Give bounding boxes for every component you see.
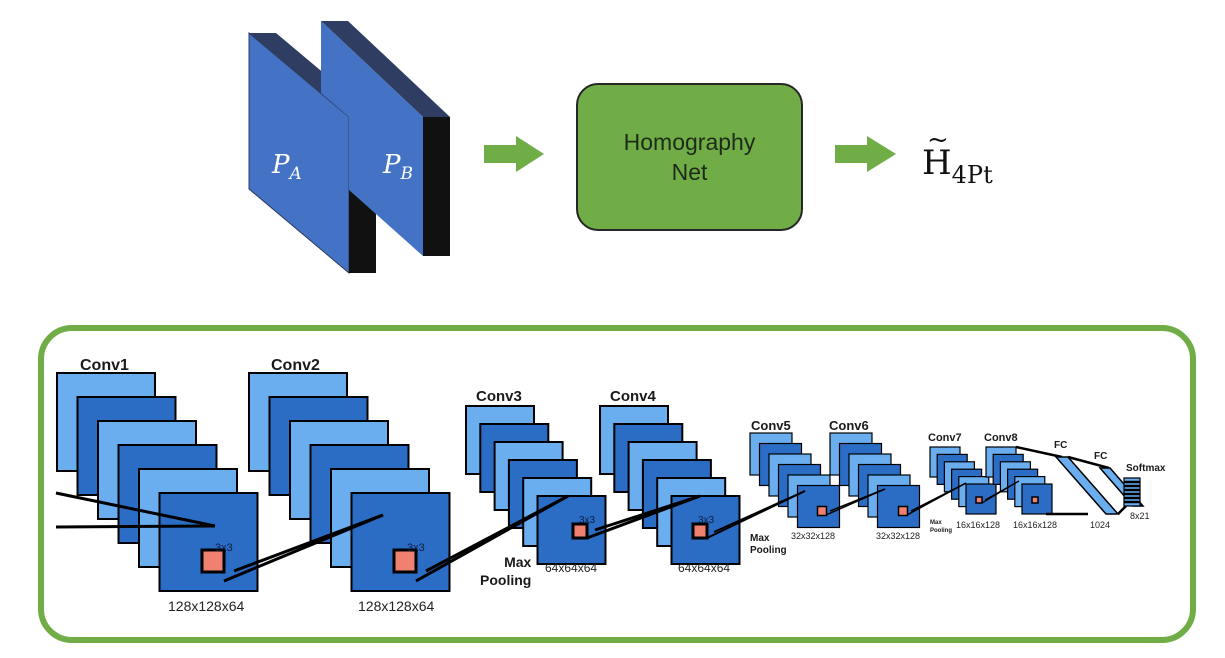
- layer-label-conv3: Conv3: [476, 388, 522, 405]
- dim-label-conv7: 16x16x128: [956, 520, 1001, 530]
- conv1-stack: [56, 372, 259, 592]
- conv5-stack: [749, 432, 841, 529]
- dim-label-fc: 1024: [1090, 520, 1111, 530]
- conv6-kernel: [897, 505, 909, 517]
- conv1-conv2-link-b: [233, 513, 384, 573]
- layer-label-fc1: FC: [1054, 440, 1068, 451]
- input-patches: [248, 21, 544, 275]
- conv3-kernel: [571, 522, 589, 540]
- homography-net-label: Homography Net: [623, 129, 756, 185]
- patch-b-slab: [321, 21, 450, 256]
- conv8-fc-link-top: [1015, 445, 1063, 459]
- layer-label-conv8: Conv8: [984, 432, 1018, 444]
- conv8-kernel: [1031, 496, 1039, 504]
- layer-label-conv4: Conv4: [610, 388, 656, 405]
- conv2-kernel: [392, 548, 418, 574]
- pooling-label-2: Max Pooling: [750, 533, 787, 556]
- input-link-b: [55, 524, 216, 529]
- fc1-layer: [1054, 456, 1120, 515]
- arrow-to-net: [484, 136, 544, 172]
- layer-label-conv5: Conv5: [751, 418, 791, 433]
- dim-label-conv8: 16x16x128: [1013, 520, 1058, 530]
- kernel-label-conv3: 3x3: [579, 515, 596, 526]
- conv4-conv5-link-b: [713, 490, 806, 533]
- dim-label-conv3: 64x64x64: [545, 561, 598, 575]
- homography-net-box: Homography Net: [576, 83, 803, 231]
- dim-label-conv2: 128x128x64: [358, 598, 435, 614]
- layer-label-conv2: Conv2: [271, 357, 320, 374]
- layer-label-softmax: Softmax: [1126, 463, 1166, 474]
- layer-label-conv6: Conv6: [829, 418, 869, 433]
- conv8-stack: [985, 446, 1053, 515]
- conv5-feature-map: [796, 484, 841, 529]
- conv4-stack: [599, 405, 741, 565]
- conv2-stack: [248, 372, 451, 592]
- pooling-label-1: Max Pooling: [480, 554, 532, 588]
- conv5-conv6-link-b: [829, 488, 886, 512]
- fc1-fc2-link-top: [1067, 455, 1110, 470]
- conv4-feature-map: [670, 495, 741, 565]
- patch-b-label: PB: [383, 150, 413, 185]
- dim-label-softmax: 8x21: [1130, 511, 1150, 521]
- layer-label-conv1: Conv1: [80, 357, 129, 374]
- conv1-feature-map: [158, 492, 259, 592]
- conv7-conv8-link-b: [984, 480, 1020, 501]
- patch-a-label: PA: [272, 150, 302, 185]
- arrow-to-output: [835, 136, 896, 172]
- dim-label-conv6: 32x32x128: [876, 531, 921, 541]
- dim-label-conv1: 128x128x64: [168, 598, 245, 614]
- output-label: ~H4Pt: [922, 125, 993, 189]
- conv3-stack: [465, 405, 607, 565]
- conv6-conv7-link-b: [910, 482, 967, 512]
- conv6-stack: [829, 432, 921, 529]
- conv7-kernel: [975, 496, 983, 504]
- kernel-label-conv1: 3x3: [215, 542, 233, 554]
- architecture-panel: [38, 325, 1196, 643]
- kernel-label-conv2: 3x3: [407, 542, 425, 554]
- conv5-kernel: [816, 505, 828, 517]
- conv3-conv4-link-b: [594, 494, 701, 532]
- dim-label-conv4: 64x64x64: [678, 561, 731, 575]
- layer-label-conv7: Conv7: [928, 432, 962, 444]
- conv4-kernel: [691, 522, 709, 540]
- fc1-fc2-link-bottom: [1117, 505, 1127, 515]
- pooling-label-3: Max Pooling: [930, 520, 952, 534]
- conv2-feature-map: [350, 492, 451, 592]
- conv1-kernel: [200, 548, 226, 574]
- input-link-a: [55, 491, 216, 528]
- dim-label-conv5: 32x32x128: [791, 531, 836, 541]
- conv2-conv3-link-b: [425, 494, 569, 573]
- layer-label-fc2: FC: [1094, 451, 1108, 462]
- kernel-label-conv4: 3x3: [698, 515, 715, 526]
